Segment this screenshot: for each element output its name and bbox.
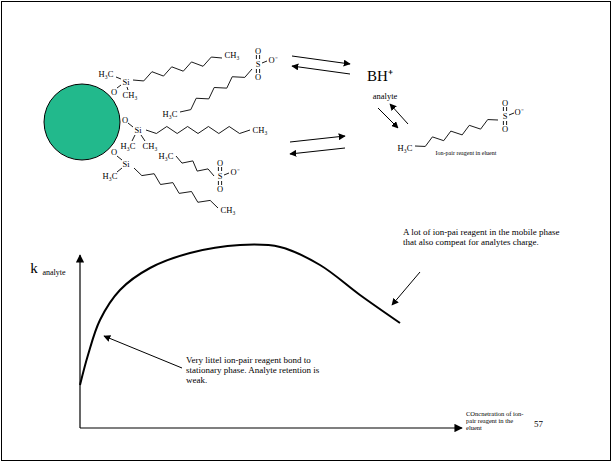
atom-label: O	[255, 73, 261, 82]
sulfonate-bond	[218, 167, 219, 171]
atom-label: O	[111, 148, 117, 157]
atom-label: CH₃	[253, 126, 268, 135]
sulfonate-bond	[259, 55, 260, 59]
page-number: 57	[534, 420, 554, 430]
atom-label: Si	[122, 78, 129, 87]
chart-axes	[80, 255, 462, 428]
atom-label: O	[255, 47, 261, 56]
atom-label: O⁻	[514, 108, 523, 117]
sulfonate-bond	[256, 55, 257, 59]
retention-curve	[80, 244, 400, 385]
silica-particle	[44, 84, 120, 160]
atom-label: H₃C	[163, 110, 178, 119]
sulfonate-bond	[262, 61, 267, 63]
atom-label: CH₃	[225, 51, 240, 60]
reagent-caption: Ion-pair reagent in eluent	[436, 150, 497, 156]
atom-label: H₃C	[121, 142, 136, 151]
atom-label: S	[218, 172, 223, 181]
atom-label: O	[217, 185, 223, 194]
leader-arrows	[104, 272, 420, 368]
atom-label: CH₃	[221, 206, 236, 215]
annotation-note: A lot of ion-pai reagent in the mobile p…	[403, 228, 563, 248]
sulfonate-bond	[509, 113, 514, 115]
atom-label: H₃C	[99, 70, 114, 79]
atom-label: S	[256, 60, 261, 69]
atom-label: O	[111, 88, 117, 97]
atom-label: Si	[134, 126, 141, 135]
bonds	[116, 77, 145, 172]
alkyl-chain	[415, 120, 498, 147]
atom-label: O	[502, 125, 508, 134]
axis-label: COncnetration of ion-pair reagent in the…	[466, 410, 530, 431]
alkyl-chains	[133, 55, 514, 208]
sulfonate-bond	[224, 173, 229, 175]
atom-label: O	[217, 159, 223, 168]
alkyl-chain	[146, 127, 250, 134]
alkyl-chain	[133, 57, 222, 81]
atom-label: H₃C	[103, 172, 118, 181]
atom-label: O⁻	[268, 56, 277, 65]
atom-label: CH₃	[143, 142, 158, 151]
atom-label: Si	[122, 160, 129, 169]
atom-label: CH₃	[123, 91, 138, 100]
sulfonate-bond	[503, 107, 504, 111]
alkyl-chain	[180, 69, 252, 112]
alkyl-chain	[134, 168, 218, 208]
atom-label: O	[502, 99, 508, 108]
analyte-formula: BH⁺	[367, 69, 393, 84]
axis-label: k	[30, 261, 38, 276]
atom-label: H₃C	[398, 144, 413, 153]
alkyl-chain	[176, 156, 214, 176]
atom-label: H₃C	[159, 152, 174, 161]
atom-label: O	[122, 116, 128, 125]
atom-label: S	[503, 112, 508, 121]
axis-subscript: analyte	[42, 269, 65, 277]
sulfonate-bond	[506, 107, 507, 111]
equilibrium-arrows	[290, 56, 408, 154]
sulfonate-bond	[221, 167, 222, 171]
annotation-note: Very littel ion-pair reagent bond to sta…	[186, 356, 321, 386]
analyte-label: analyte	[373, 92, 398, 101]
atom-label: O⁻	[230, 168, 239, 177]
